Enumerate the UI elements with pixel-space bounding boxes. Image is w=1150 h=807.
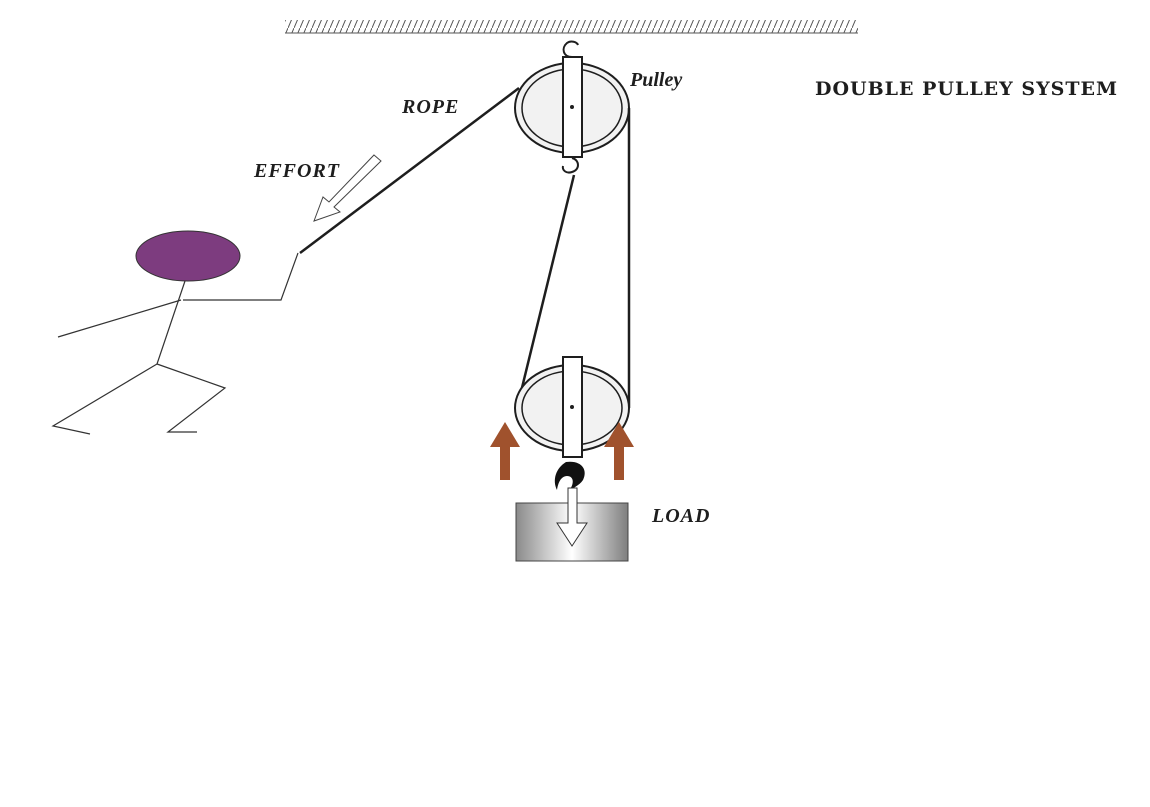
middle-hook (561, 157, 579, 174)
rope (299, 87, 631, 408)
bottom-pulley (514, 356, 630, 458)
upward-force-arrow-left (490, 422, 520, 480)
load-label: LOAD (652, 505, 711, 527)
top-pulley (514, 56, 630, 158)
diagram-title: DOUBLE PULLEY SYSTEM (815, 78, 1119, 100)
load-hook (554, 461, 585, 492)
effort-label: EFFORT (254, 160, 341, 182)
downward-arrow-icon (556, 487, 588, 547)
top-hook (562, 40, 579, 58)
ceiling (285, 20, 858, 34)
effort-arrow-icon (313, 154, 382, 222)
person-head (135, 230, 241, 282)
pulley-label: Pulley (630, 69, 683, 91)
person-figure (51, 230, 299, 435)
upward-force-arrow-right (604, 422, 634, 480)
rope-label: ROPE (402, 96, 460, 118)
